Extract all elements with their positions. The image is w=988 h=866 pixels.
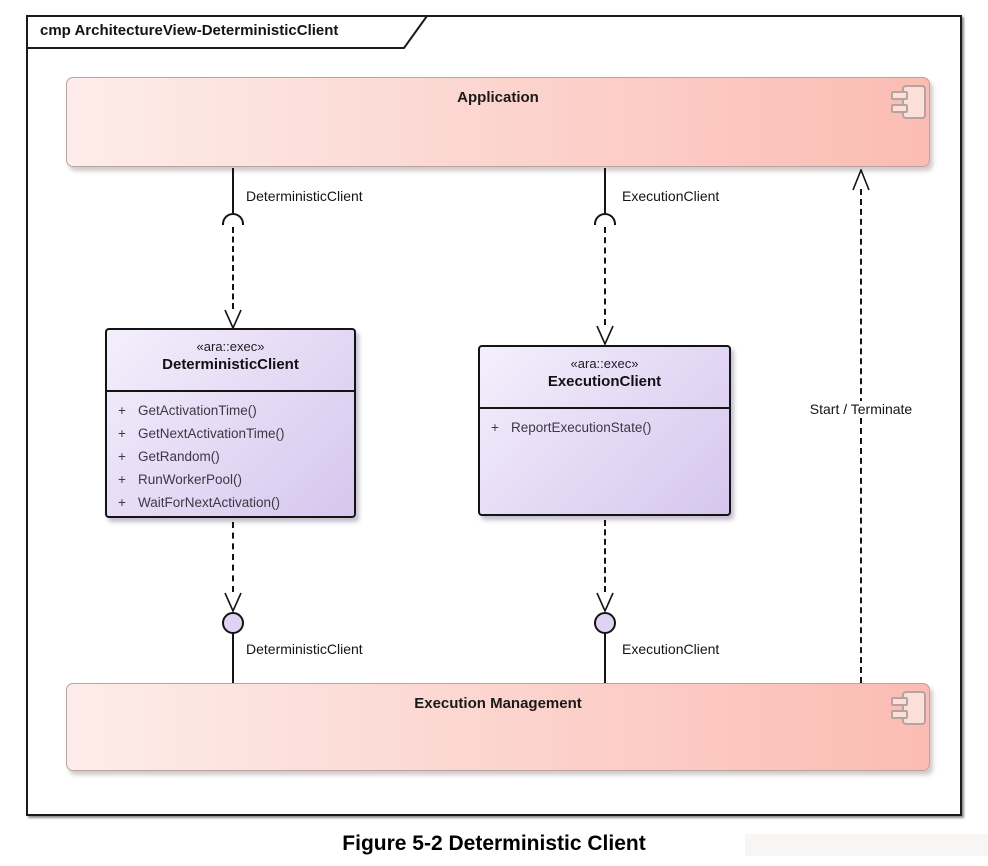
- class-operations: + ReportExecutionState(): [480, 409, 729, 439]
- connector-dashed-line: [232, 522, 234, 592]
- operation-row: + GetActivationTime(): [107, 399, 354, 422]
- operation-name: WaitForNextActivation(): [138, 495, 281, 510]
- component-execution-management: Execution Management: [66, 683, 930, 771]
- operation-row: + GetNextActivationTime(): [107, 422, 354, 445]
- figure-caption: Figure 5-2 Deterministic Client: [342, 832, 646, 855]
- operation-name: GetRandom(): [138, 449, 220, 464]
- connector-dashed-line: [604, 227, 606, 325]
- visibility-symbol: +: [118, 495, 126, 510]
- visibility-symbol: +: [118, 472, 126, 487]
- arrowhead-down-icon: [224, 592, 242, 612]
- connector-label: DeterministicClient: [246, 188, 363, 204]
- class-header: «ara::exec» ExecutionClient: [480, 347, 729, 409]
- arrowhead-down-icon: [596, 592, 614, 612]
- visibility-symbol: +: [118, 449, 126, 464]
- frame-tab-shape: [26, 15, 429, 49]
- component-icon-tab: [891, 697, 908, 706]
- required-interface-socket-icon: [594, 213, 616, 225]
- connector-dashed-line: [232, 227, 234, 309]
- class-stereotype: «ara::exec»: [570, 356, 639, 371]
- arrowhead-down-icon: [224, 309, 242, 329]
- connector-dashed-line: [604, 520, 606, 592]
- component-icon: [891, 691, 927, 726]
- operation-row: + GetRandom(): [107, 445, 354, 468]
- class-name: ExecutionClient: [547, 373, 662, 390]
- connector-line: [604, 168, 606, 213]
- connector-label: Start / Terminate: [788, 401, 934, 417]
- class-deterministic-client: «ara::exec» DeterministicClient + GetAct…: [105, 328, 356, 518]
- class-stereotype: «ara::exec»: [196, 339, 265, 354]
- class-operations: + GetActivationTime() + GetNextActivatio…: [107, 392, 354, 514]
- component-icon-body: [902, 85, 926, 119]
- class-header: «ara::exec» DeterministicClient: [107, 330, 354, 392]
- component-icon-body: [902, 691, 926, 725]
- required-interface-socket-icon: [222, 213, 244, 225]
- connector-line: [232, 634, 234, 683]
- component-icon: [891, 85, 927, 120]
- operation-row: + RunWorkerPool(): [107, 468, 354, 491]
- operation-row: + WaitForNextActivation(): [107, 491, 354, 514]
- component-icon-tab: [891, 104, 908, 113]
- visibility-symbol: +: [118, 403, 126, 418]
- connector-label: ExecutionClient: [622, 188, 720, 204]
- operation-row: + ReportExecutionState(): [480, 416, 729, 439]
- operation-name: GetActivationTime(): [138, 403, 257, 418]
- provided-interface-ball-icon: [222, 612, 244, 634]
- component-execution-management-name: Execution Management: [414, 695, 582, 712]
- connector-label-text: Start / Terminate: [807, 401, 915, 417]
- arrowhead-up-icon: [852, 169, 870, 191]
- operation-name: GetNextActivationTime(): [138, 426, 285, 441]
- frame-title: cmp ArchitectureView-DeterministicClient: [40, 22, 339, 39]
- visibility-symbol: +: [491, 420, 499, 435]
- connector-dashed-line: [860, 189, 862, 683]
- connector-label: ExecutionClient: [622, 641, 720, 657]
- connector-line: [604, 634, 606, 683]
- arrowhead-down-icon: [596, 325, 614, 345]
- component-icon-tab: [891, 710, 908, 719]
- provided-interface-ball-icon: [594, 612, 616, 634]
- visibility-symbol: +: [118, 426, 126, 441]
- class-name: DeterministicClient: [162, 356, 299, 373]
- component-application-name: Application: [457, 89, 539, 106]
- diagram-frame-tab: cmp ArchitectureView-DeterministicClient: [26, 15, 430, 50]
- class-execution-client: «ara::exec» ExecutionClient + ReportExec…: [478, 345, 731, 516]
- operation-name: RunWorkerPool(): [138, 472, 243, 487]
- connector-line: [232, 168, 234, 213]
- highlight-artifact: [745, 834, 988, 856]
- connector-label: DeterministicClient: [246, 641, 363, 657]
- component-icon-tab: [891, 91, 908, 100]
- operation-name: ReportExecutionState(): [511, 420, 652, 435]
- component-application: Application: [66, 77, 930, 167]
